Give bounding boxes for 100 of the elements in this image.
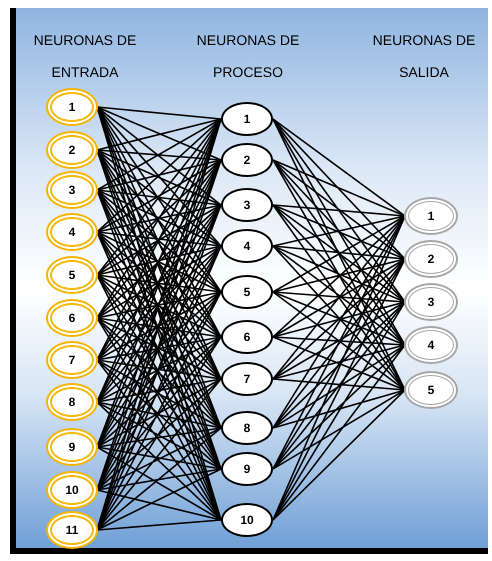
neuron-number: 4 xyxy=(68,225,76,239)
connection-line xyxy=(272,301,406,338)
connection-line xyxy=(96,317,222,338)
connection-line xyxy=(96,291,222,319)
connection-line xyxy=(96,204,222,233)
neuron-number: 4 xyxy=(428,338,434,352)
neuron-number: 10 xyxy=(240,513,254,527)
connection-line xyxy=(96,231,222,293)
neuron-number: 7 xyxy=(68,353,76,367)
connection-line xyxy=(96,291,222,361)
neuron-ellipse xyxy=(405,198,457,234)
neuron-ellipse xyxy=(405,284,457,320)
neuron-ellipse xyxy=(221,143,273,177)
connection-line xyxy=(272,204,406,260)
connection-line xyxy=(272,258,406,293)
connection-line xyxy=(272,291,406,346)
neuron-ellipse xyxy=(47,172,97,208)
connection-line xyxy=(96,489,222,521)
neuron-ellipse xyxy=(221,411,273,445)
connection-line xyxy=(96,204,222,276)
connection-line xyxy=(272,258,406,338)
column-heading: NEURONAS DE PROCESO xyxy=(196,31,300,82)
connection-line xyxy=(96,468,222,491)
neuron-number: 11 xyxy=(66,523,78,537)
connection-line xyxy=(96,189,222,206)
connection-line xyxy=(96,427,222,531)
connection-line xyxy=(272,159,406,217)
connection-line xyxy=(96,159,222,233)
neuron-ellipse xyxy=(221,229,273,263)
connection-line xyxy=(96,446,222,470)
connection-line xyxy=(96,118,222,151)
connection-line xyxy=(96,245,222,276)
neuron-ellipse xyxy=(47,384,97,420)
neuron-number: 8 xyxy=(244,421,250,435)
connection-line xyxy=(272,389,406,521)
neuron-number: 2 xyxy=(68,143,76,157)
connection-line xyxy=(272,118,406,217)
connection-line xyxy=(272,301,406,380)
neuron-ellipse xyxy=(221,188,273,222)
connection-line xyxy=(272,344,406,520)
neuron-number: 1 xyxy=(68,100,76,114)
neuron-number: 7 xyxy=(244,372,250,386)
connection-line xyxy=(96,359,222,380)
connection-line xyxy=(96,427,222,491)
connection-line xyxy=(272,389,406,429)
connection-line xyxy=(96,189,222,293)
connection-line xyxy=(272,291,406,303)
neuron-number: 4 xyxy=(244,239,250,253)
neuron-ellipse xyxy=(221,275,273,309)
connection-line xyxy=(96,401,222,470)
connection-line xyxy=(96,106,222,206)
connection-line xyxy=(272,215,406,293)
connection-line xyxy=(272,344,406,429)
connection-line xyxy=(272,245,406,260)
neuron-number: 6 xyxy=(244,330,250,344)
neuron-ellipse xyxy=(47,472,97,508)
neuron-number: 1 xyxy=(244,112,250,126)
neuron-ellipse xyxy=(47,214,97,250)
connection-line xyxy=(96,336,222,361)
neuron-number: 9 xyxy=(68,440,76,454)
connection-line xyxy=(96,149,222,161)
neuron-ellipse xyxy=(405,327,457,363)
neuron-ellipse xyxy=(47,89,97,125)
connection-line xyxy=(96,468,222,531)
neuron-number: 8 xyxy=(68,395,76,409)
neuron-ellipse xyxy=(47,512,97,548)
connection-line xyxy=(96,336,222,403)
connection-line xyxy=(96,106,222,120)
connection-line xyxy=(96,118,222,191)
connection-line xyxy=(272,291,406,391)
connection-line xyxy=(272,159,406,260)
connection-line xyxy=(272,378,406,391)
connection-line xyxy=(272,336,406,346)
connection-line xyxy=(272,118,406,260)
neuron-number: 6 xyxy=(68,311,76,325)
connection-line xyxy=(96,427,222,448)
connection-line xyxy=(272,245,406,346)
connection-line xyxy=(272,245,406,303)
neuron-number: 5 xyxy=(428,383,434,397)
neuron-number: 1 xyxy=(428,209,434,223)
neuron-number: 5 xyxy=(244,285,250,299)
neuron-number: 2 xyxy=(244,153,250,167)
connection-line xyxy=(96,274,222,338)
connection-line xyxy=(96,378,222,448)
connection-line xyxy=(96,149,222,247)
neuron-ellipse xyxy=(47,300,97,336)
neuron-ellipse xyxy=(47,132,97,168)
neuron-ellipse xyxy=(221,362,273,396)
neuron-ellipse xyxy=(47,257,97,293)
neuron-number: 3 xyxy=(428,295,434,309)
column-heading: NEURONAS DE SALIDA xyxy=(372,31,476,82)
connection-line xyxy=(96,378,222,403)
connection-line xyxy=(96,231,222,247)
connection-line xyxy=(272,204,406,217)
connection-line xyxy=(96,189,222,247)
connection-line xyxy=(96,401,222,429)
connection-line xyxy=(96,245,222,319)
neuron-number: 5 xyxy=(68,268,76,282)
connection-line xyxy=(96,149,222,206)
connection-line xyxy=(96,359,222,429)
